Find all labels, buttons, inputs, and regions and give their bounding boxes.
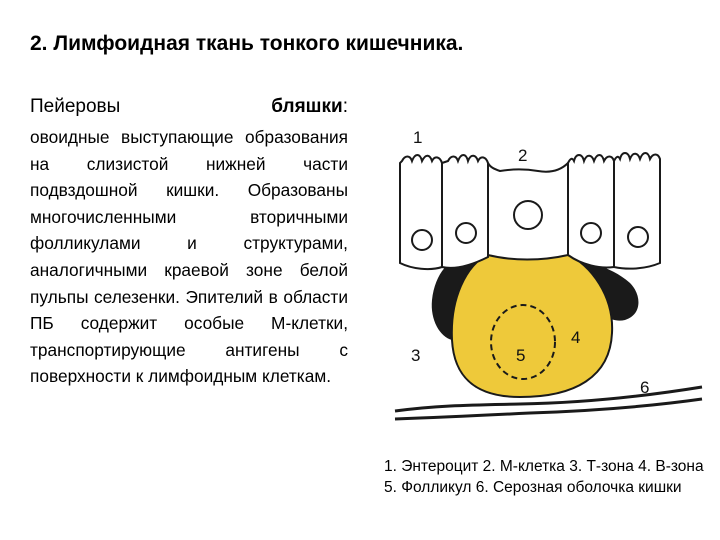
label-4: 4 <box>571 328 580 347</box>
label-3: 3 <box>411 346 420 365</box>
slide-title: 2. Лимфоидная ткань тонкого кишечника. <box>30 32 464 55</box>
description-text: овоидные выступающие образования на слиз… <box>30 127 348 387</box>
enterocyte-left-inner <box>441 154 489 269</box>
heading-right: бляшки: <box>271 94 348 120</box>
heading-bold-word: бляшки <box>271 96 343 117</box>
follicle-center-dashed <box>490 304 556 380</box>
enterocyte-right-outer-nucleus <box>627 226 649 248</box>
peyer-patch-diagram: 1 2 3 4 5 6 <box>380 115 710 450</box>
label-1: 1 <box>413 128 422 147</box>
heading-left: Пейеровы <box>30 96 121 117</box>
serous-membrane-line-lower <box>394 397 703 421</box>
label-5: 5 <box>516 346 525 365</box>
figure-caption: 1. Энтероцит 2. М-клетка 3. Т-зона 4. В-… <box>384 458 704 496</box>
enterocyte-right-outer <box>613 152 661 270</box>
follicle-dome <box>450 252 614 399</box>
label-2: 2 <box>518 146 527 165</box>
peyer-heading: Пейеровы бляшки: <box>30 94 348 120</box>
m-cell-nucleus <box>513 200 543 230</box>
enterocyte-left-inner-nucleus <box>455 222 477 244</box>
heading-colon: : <box>342 96 348 117</box>
enterocyte-right-inner-nucleus <box>580 222 602 244</box>
label-6: 6 <box>640 378 649 397</box>
enterocyte-left-outer-nucleus <box>411 229 433 251</box>
serous-membrane-line-upper <box>394 385 703 413</box>
enterocyte-right-inner <box>567 154 615 269</box>
enterocyte-left-outer <box>399 154 443 271</box>
